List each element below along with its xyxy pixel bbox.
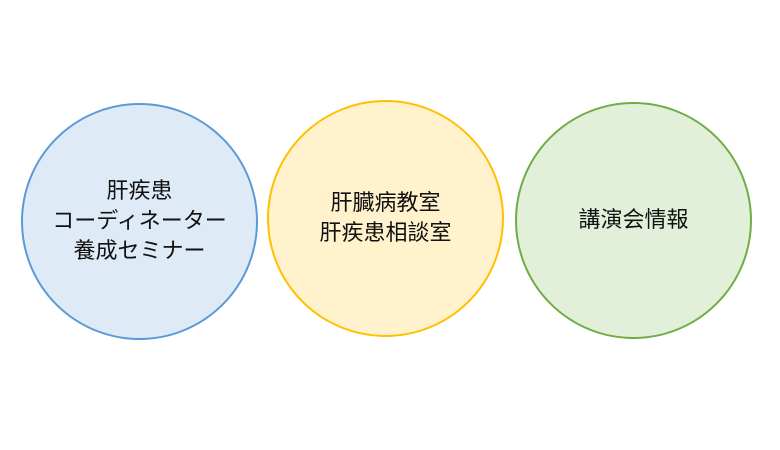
circle-coordinator-seminar[interactable]: 肝疾患 コーディネーター 養成セミナー (21, 103, 258, 340)
circle-label-line: 養成セミナー (73, 238, 206, 264)
circle-label-line: 講演会情報 (578, 207, 689, 233)
circle-label-line: 肝疾患相談室 (319, 220, 452, 246)
circle-label-line: コーディネーター (52, 208, 227, 234)
circle-liver-class-consultation[interactable]: 肝臓病教室 肝疾患相談室 (267, 100, 504, 337)
circle-label-line: 肝臓病教室 (330, 190, 441, 216)
circle-lecture-info[interactable]: 講演会情報 (515, 102, 752, 339)
circle-label-line: 肝疾患 (106, 178, 173, 204)
